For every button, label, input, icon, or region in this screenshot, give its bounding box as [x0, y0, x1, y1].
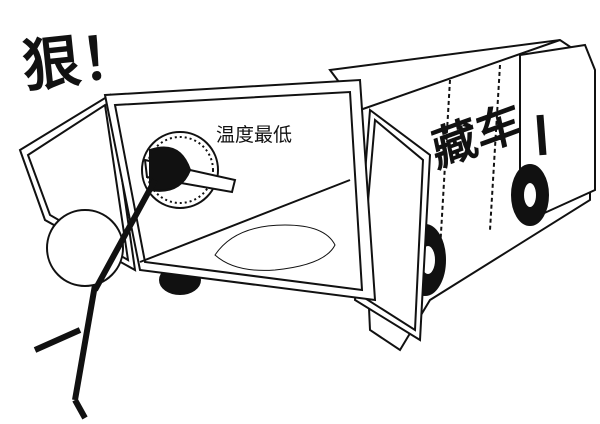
stick-figure-body [33, 178, 158, 420]
frozen-pig [214, 224, 336, 271]
cargo-opening [103, 78, 377, 302]
exclamation-text: 狠！ [19, 21, 142, 101]
thermometer-label: 温度最低 [216, 124, 293, 146]
stick-figure-head [46, 209, 124, 287]
